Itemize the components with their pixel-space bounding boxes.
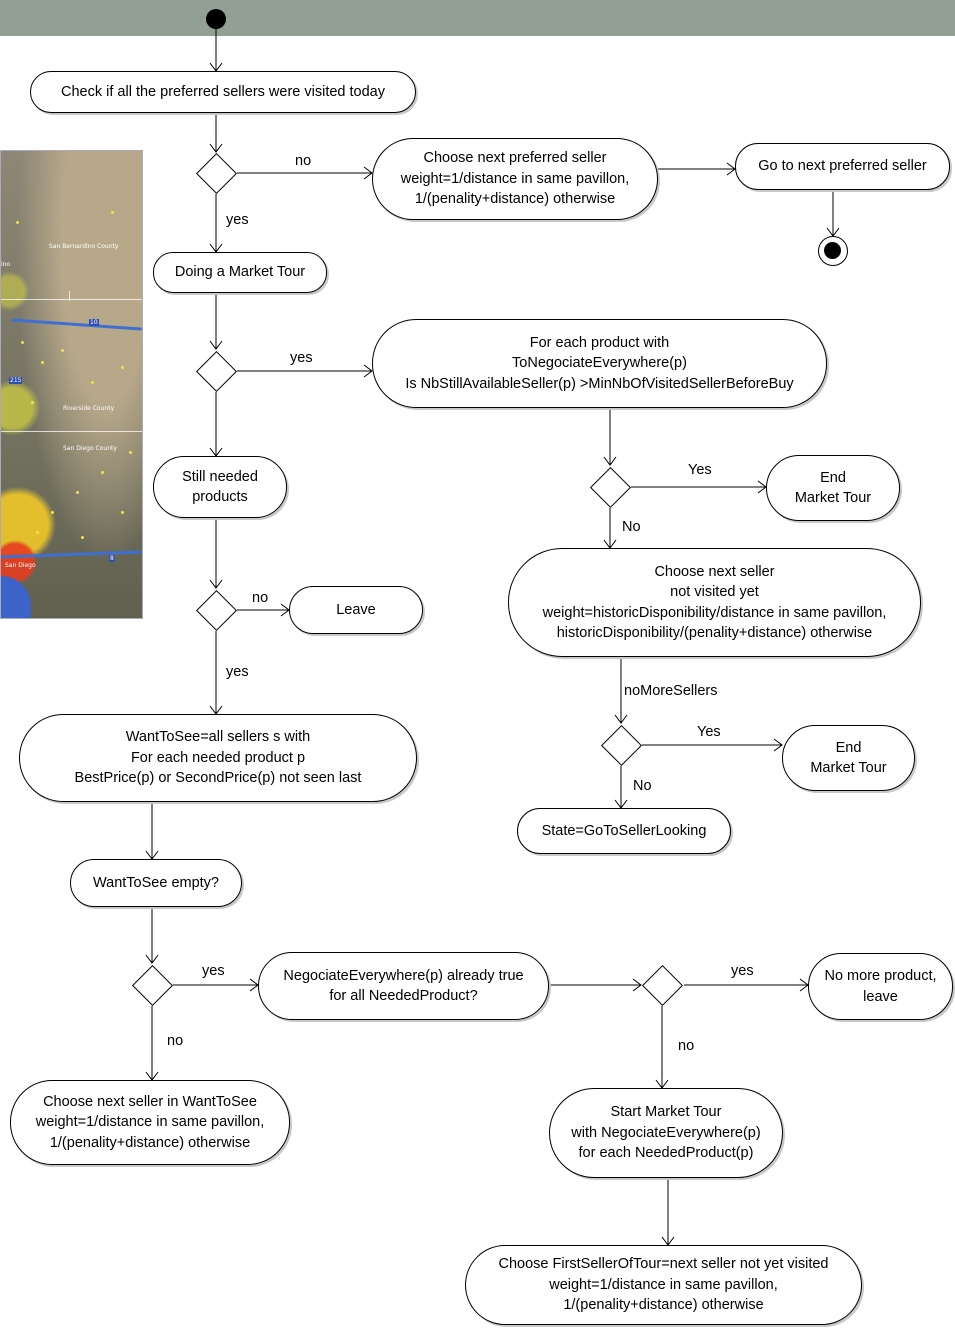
edge-label-no: No [622,519,641,535]
map-point [101,471,104,474]
map-point [121,366,124,369]
map-point [61,349,64,352]
node-state-goto-seller: State=GoToSellerLooking [517,808,731,854]
edge-label-yes: yes [290,350,313,366]
map-label-riverside: Riverside County [63,405,115,412]
map-point [51,511,54,514]
node-choose-in-wanttosee: Choose next seller in WantToSee weight=1… [10,1080,290,1165]
node-check-preferred: Check if all the preferred sellers were … [30,71,416,113]
node-want-to-see-empty: WantToSee empty? [70,859,242,907]
node-doing-market-tour: Doing a Market Tour [153,252,327,293]
node-end-market-tour-1: End Market Tour [766,455,900,521]
edge-label-yes: yes [226,212,249,228]
satellite-map-image: San Bernardino County Riverside County S… [0,150,143,619]
node-start-market-tour: Start Market Tour with NegociateEverywhe… [549,1088,783,1178]
edge-label-no: no [678,1038,695,1054]
start-node [206,9,226,29]
map-point [129,451,132,454]
edge-label-no: No [633,778,652,794]
edge-label-yes: Yes [697,724,721,740]
map-point [16,221,19,224]
map-label-ino: ino [1,261,11,268]
map-point [21,341,24,344]
map-point [41,361,44,364]
edge-label-no-more-sellers: noMoreSellers [624,683,718,699]
county-border [1,299,142,300]
county-border [1,431,142,432]
county-border [69,291,70,301]
highway-shield-icon: 10 [89,319,99,326]
node-no-more-product: No more product, leave [808,953,953,1020]
highway-shield-icon: 8 [109,555,115,562]
node-negociate-everywhere: NegociateEverywhere(p) already true for … [258,952,549,1020]
node-end-market-tour-2: End Market Tour [782,725,915,791]
node-choose-first-seller: Choose FirstSellerOfTour=next seller not… [465,1245,862,1325]
edge-label-yes: yes [202,963,225,979]
edge-label-no: no [167,1033,184,1049]
node-still-needed: Still needed products [153,456,287,518]
node-choose-next-preferred: Choose next preferred seller weight=1/di… [372,138,658,220]
top-bar [0,0,955,36]
map-label-san-bernardino: San Bernardino County [49,243,119,250]
map-point [36,531,39,534]
node-for-each-product: For each product with ToNegociateEverywh… [372,319,827,408]
map-label-san-diego: San Diego [5,562,36,569]
edge-label-no: no [252,590,269,606]
node-go-next-preferred: Go to next preferred seller [735,143,950,190]
node-leave: Leave [289,586,423,634]
highway-shield-icon: 215 [9,377,23,384]
edge-label-yes: yes [226,664,249,680]
map-point [111,211,114,214]
map-point [31,401,34,404]
map-point [91,381,94,384]
end-node [818,236,848,266]
map-point [121,511,124,514]
edge-label-yes: yes [731,963,754,979]
edge-label-yes: Yes [688,462,712,478]
map-label-san-diego-county: San Diego County [63,445,117,452]
map-point [76,491,79,494]
map-point [81,536,84,539]
node-want-to-see: WantToSee=all sellers s with For each ne… [19,714,417,802]
edge-label-no: no [295,153,312,169]
node-choose-next-seller: Choose next seller not visited yet weigh… [508,548,921,657]
